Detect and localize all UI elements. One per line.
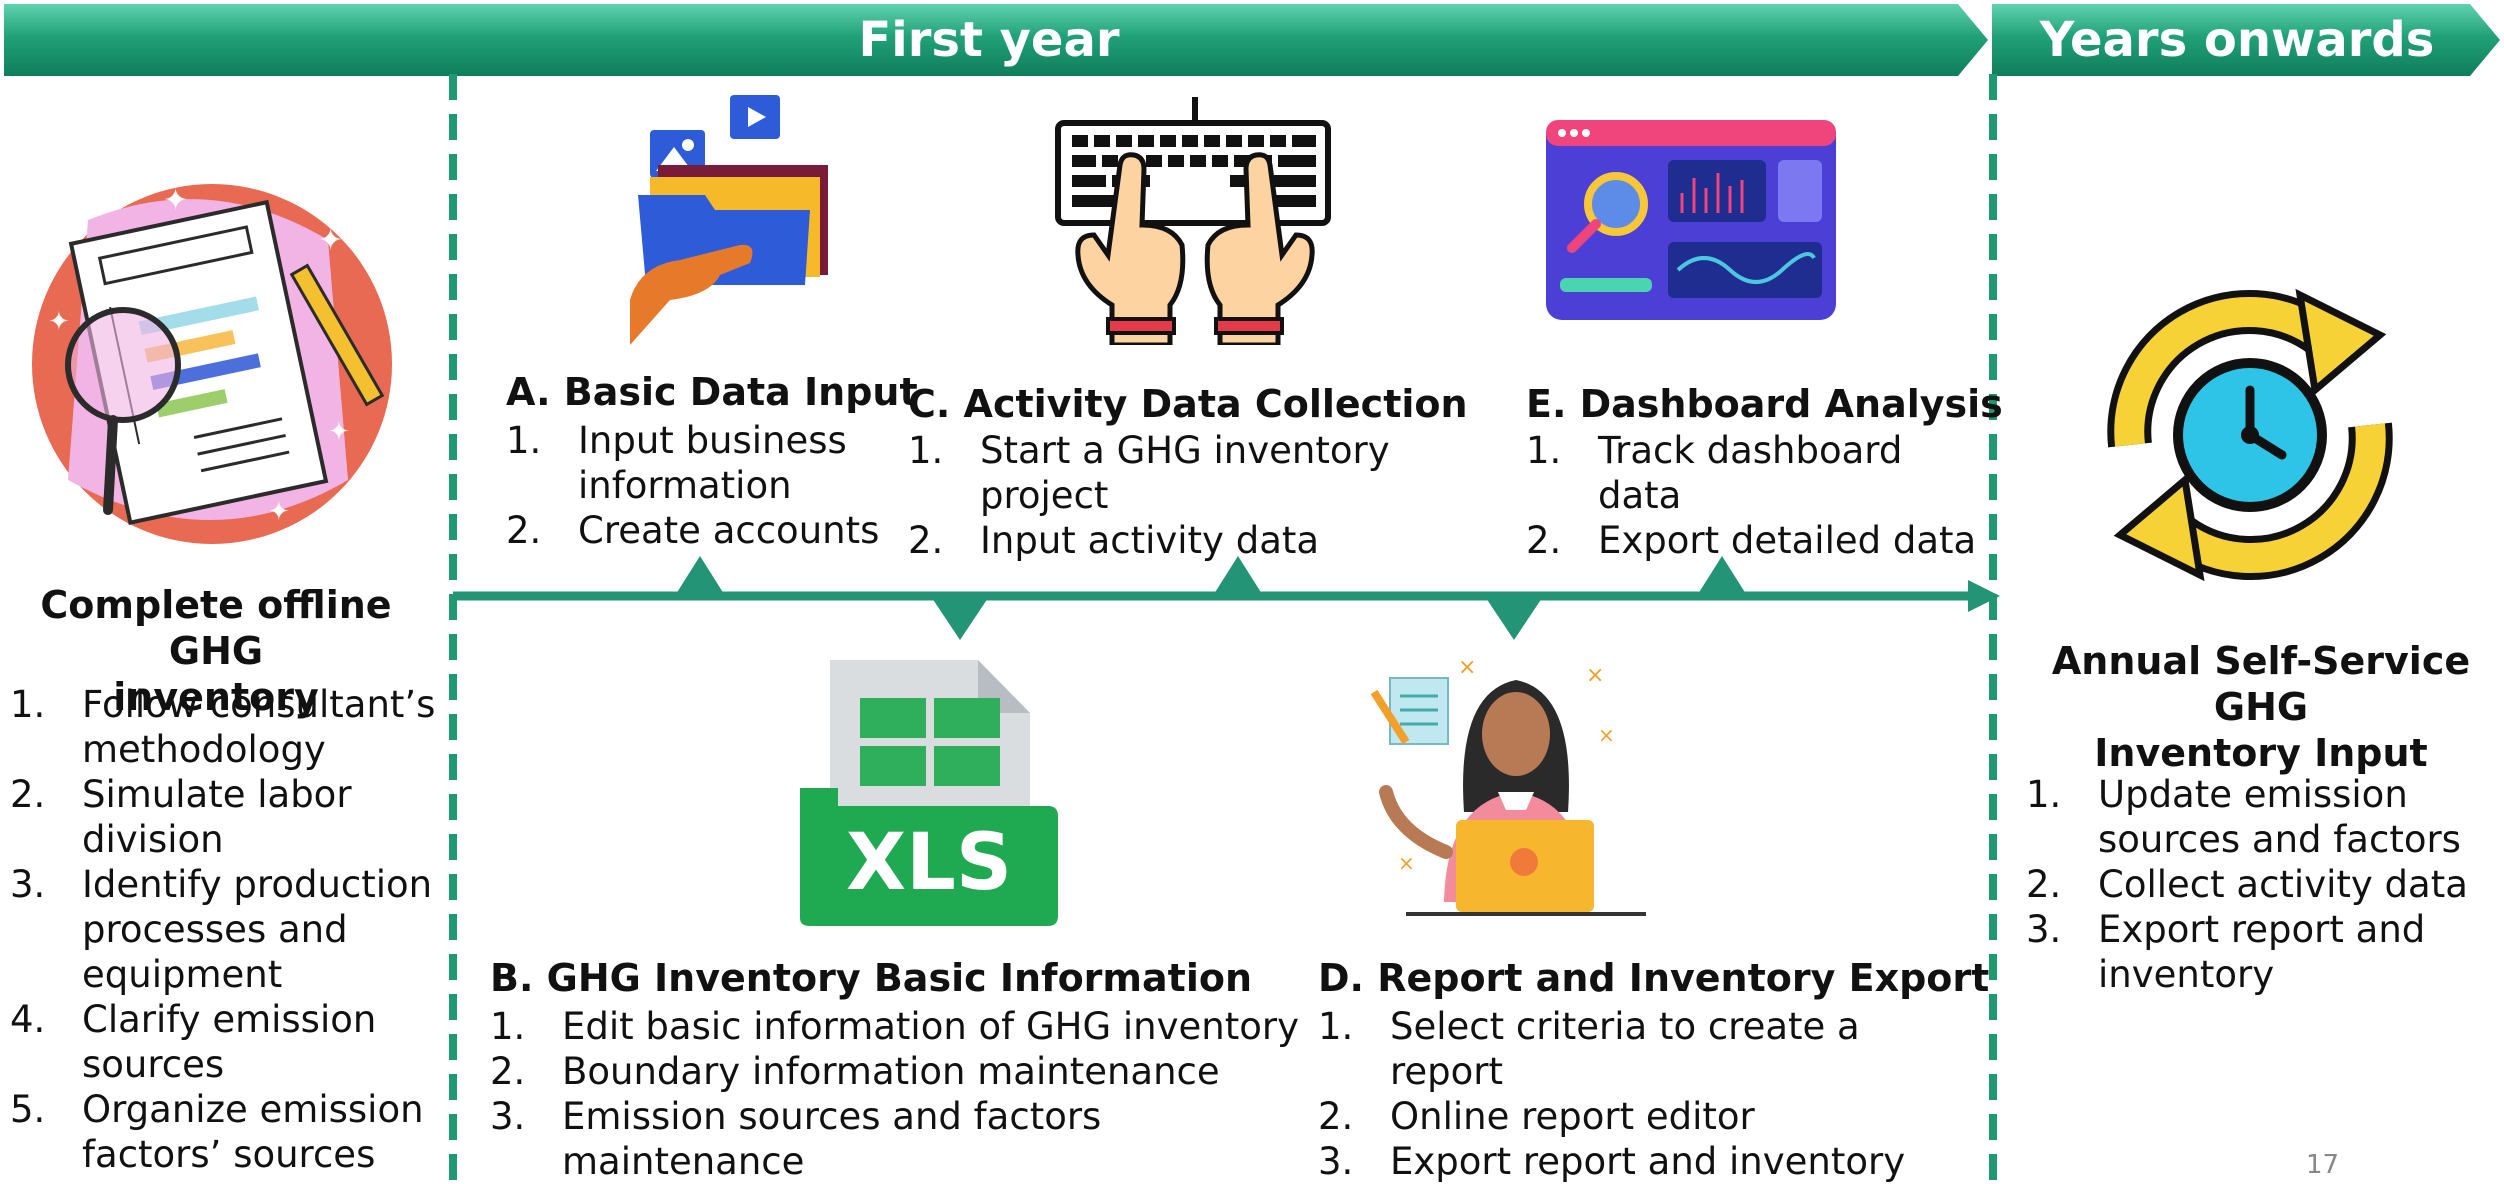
list-item: 2.Online report editor: [1318, 1095, 1755, 1138]
annual-title: Annual Self-Service GHG Inventory Input: [2051, 639, 2471, 775]
xls-label: XLS: [845, 818, 1013, 908]
svg-text:×: ×: [1398, 851, 1415, 875]
step-d-title: D. Report and Inventory Export: [1318, 956, 1990, 1000]
step-c-title: C. Activity Data Collection: [908, 382, 1468, 426]
first-year-label: First year: [858, 12, 1120, 68]
marker-a: [676, 556, 724, 594]
svg-text:×: ×: [1458, 655, 1476, 680]
svg-text:✦: ✦: [163, 183, 188, 218]
phase-dividers: [449, 74, 1997, 1184]
offline-title: Complete offline GHG inventory: [40, 583, 392, 719]
list-item: 2.Export detailed data: [1526, 519, 1977, 562]
xls-file-icon: [800, 660, 1058, 926]
list-item: 2.Create accounts: [506, 509, 880, 552]
list-item: 2.Input activity data: [908, 519, 1320, 562]
timeline-banners: [4, 4, 2500, 76]
svg-text:✦: ✦: [318, 223, 343, 258]
note-icon: [1370, 677, 1449, 745]
svg-text:✦: ✦: [48, 307, 70, 337]
clock-icon: [2173, 358, 2327, 512]
magnifier-icon: [1567, 172, 1648, 253]
step-c-list: 1.Start a GHG inventory project 2.Input …: [908, 428, 1508, 563]
list-item: 3.Emission sources and factors maintenan…: [490, 1095, 1102, 1183]
marker-c: [1214, 556, 1262, 594]
step-e-list: 1.Track dashboard data 2.Export detailed…: [1526, 428, 1986, 563]
left-hand: [1075, 152, 1186, 345]
onwards-banner: [1992, 4, 2500, 76]
svg-text:✦: ✦: [268, 497, 290, 527]
dashboard-icon: [1546, 120, 1836, 320]
svg-text:×: ×: [1586, 663, 1604, 688]
list-item: 1.Select criteria to create a report: [1318, 1005, 1860, 1093]
keyboard-icon: [1055, 97, 1331, 345]
list-item: 3.Export report and inventory: [1318, 1140, 1906, 1183]
folder-icon: [630, 95, 828, 345]
step-d-list: 1.Select criteria to create a report 2.O…: [1318, 1004, 1968, 1184]
magnifier-icon: [65, 307, 181, 515]
step-b-list: 1.Edit basic information of GHG inventor…: [490, 1004, 1310, 1184]
pencil-icon: [289, 263, 385, 407]
list-item: 1.Track dashboard data: [1526, 429, 1903, 517]
offline-inventory-illustration: ✦ ✦ ✦ ✦ ✦: [32, 183, 392, 544]
right-hand: [1204, 152, 1315, 345]
refresh-arrows-icon: [2107, 288, 2393, 582]
marker-d: [1486, 598, 1542, 640]
timeline-arrowhead: [1968, 580, 2000, 612]
svg-text:✦: ✦: [328, 417, 350, 447]
first-year-banner: [4, 4, 1988, 76]
timeline-arrow: [453, 556, 2000, 640]
marker-e: [1698, 556, 1746, 594]
list-item: 2.Boundary information maintenance: [490, 1050, 1220, 1093]
list-item: 2.Collect activity data: [2026, 863, 2468, 906]
document-icon: [68, 199, 329, 525]
marker-b: [932, 598, 988, 640]
step-e-title: E. Dashboard Analysis: [1526, 382, 2003, 426]
onwards-label: Years onwards: [2039, 12, 2435, 68]
person-laptop-icon: × × × ×: [1370, 655, 1646, 916]
step-a-title: A. Basic Data Input: [506, 370, 918, 414]
list-item: 1.Edit basic information of GHG inventor…: [490, 1005, 1299, 1048]
step-b-title: B. GHG Inventory Basic Information: [490, 956, 1253, 1000]
svg-text:×: ×: [1598, 723, 1615, 747]
page-number: 17: [2306, 1150, 2340, 1180]
annual-cycle-clock-icon: [2107, 288, 2393, 582]
list-item: 1.Start a GHG inventory project: [908, 429, 1390, 517]
